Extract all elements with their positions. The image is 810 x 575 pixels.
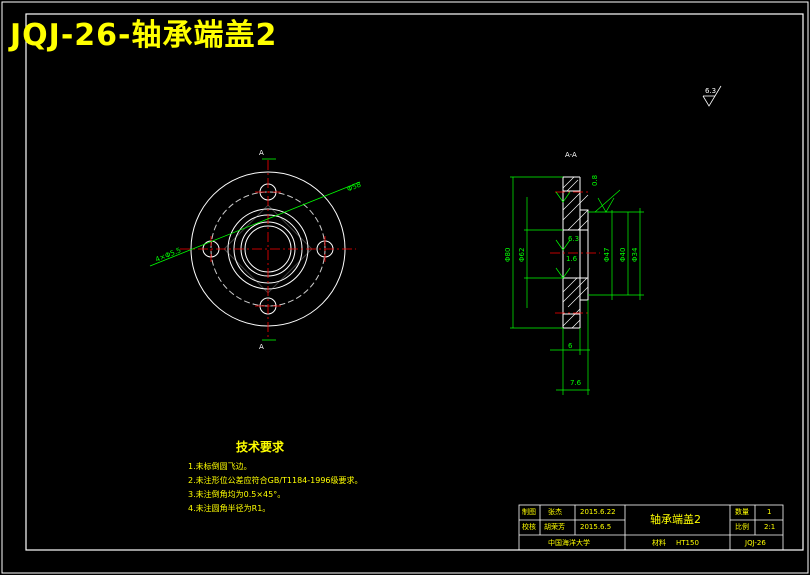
- hub-inner-circle: [240, 221, 296, 277]
- drawing-title: JQJ-26-轴承端盖2: [10, 18, 278, 53]
- tech-heading: 技术要求: [236, 440, 285, 454]
- tb-material-value: HT150: [676, 539, 699, 547]
- view-mark-top: A: [259, 149, 264, 157]
- section-centerlines: [550, 191, 600, 314]
- tb-drawing-no: JQJ-26: [745, 539, 766, 547]
- section-view: [562, 176, 589, 329]
- roughness-symbol-overall: [702, 85, 722, 107]
- front-dimensions: [149, 158, 361, 341]
- section-hatching: [562, 176, 589, 329]
- tb-school: 中国海洋大学: [548, 539, 590, 547]
- tb-qty-label: 数量: [735, 508, 749, 516]
- tb-row1-date: 2015.6.22: [580, 508, 616, 516]
- tb-row2-date: 2015.6.5: [580, 523, 612, 531]
- view-mark-bottom: A: [259, 343, 264, 351]
- dim-r-mid1: 6.3: [568, 235, 580, 243]
- dim-w76: 7.6: [570, 379, 582, 387]
- front-view: [190, 171, 346, 327]
- tech-item: 4.未注圆角半径为R1。: [188, 504, 271, 513]
- tech-item: 1.未标倒圆飞边。: [188, 462, 252, 471]
- section-dimensions: [510, 176, 644, 395]
- tech-list: 1.未标倒圆飞边。 2.未注形位公差应符合GB/T1184-1996级要求。 3…: [188, 460, 363, 516]
- tb-material-label: 材料: [652, 539, 666, 547]
- tb-row2-name: 胡荣芳: [544, 523, 565, 531]
- tb-row2-role: 校核: [522, 523, 536, 531]
- tb-row1-role: 制图: [522, 508, 536, 516]
- tech-item: 3.未注倒角均为0.5×45°。: [188, 490, 286, 499]
- dim-r-mid2: 1.6: [566, 255, 578, 263]
- dim-w6: 6: [568, 342, 573, 350]
- dim-d47: Φ47: [603, 247, 611, 262]
- section-label: A-A: [565, 151, 577, 159]
- roughness-overall-value: 6.3: [705, 87, 717, 95]
- tb-scale-value: 2:1: [764, 523, 776, 531]
- flange-outer-circle: [190, 171, 346, 327]
- dim-d34: Φ34: [631, 247, 639, 262]
- dim-d-outer: Φ80: [504, 247, 512, 262]
- tb-row1-name: 张杰: [548, 508, 562, 516]
- tb-part-name: 轴承端盖2: [650, 513, 701, 526]
- inner-frame: [25, 13, 804, 551]
- tb-scale-label: 比例: [735, 523, 749, 531]
- tech-item: 2.未注形位公差应符合GB/T1184-1996级要求。: [188, 476, 363, 485]
- title-block: [518, 504, 784, 551]
- dim-d40: Φ40: [619, 247, 627, 262]
- tb-qty-value: 1: [767, 508, 772, 516]
- dim-d-flange-inner: Φ62: [518, 247, 526, 262]
- dim-r-top: 0.8: [591, 174, 599, 186]
- front-centerlines: [180, 160, 356, 338]
